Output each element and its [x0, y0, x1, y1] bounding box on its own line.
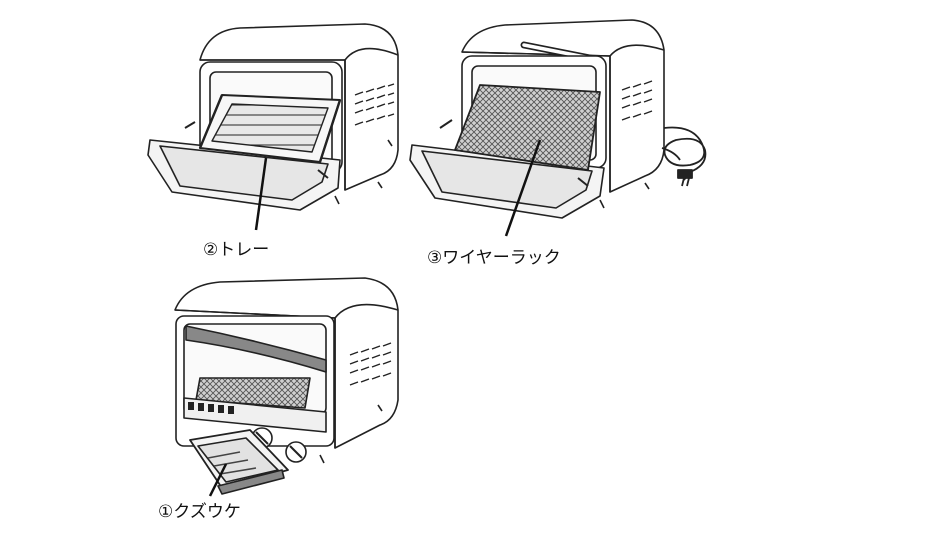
glass-door: [183, 323, 327, 415]
crumb-tray-label: ①クズウケ: [158, 502, 241, 522]
side-vents: [354, 83, 395, 126]
tray: [198, 94, 342, 163]
crumb-tray-leader-line: [208, 463, 228, 497]
side-vents: [349, 342, 392, 386]
control-labels: [188, 402, 234, 414]
oven-with-wire-rack: [409, 19, 707, 219]
wire-rack-leader-line: [504, 139, 542, 237]
tray-label: ②トレー: [203, 240, 270, 260]
oven-with-crumb-tray: [174, 277, 399, 495]
wire-rack-label: ③ワイヤーラック: [427, 248, 561, 268]
side-vents: [621, 80, 653, 121]
tray-leader-line: [254, 157, 268, 231]
oven-with-tray: [147, 23, 399, 211]
wire-rack: [454, 84, 601, 171]
power-cord: [661, 126, 707, 187]
crumb-tray: [189, 429, 289, 495]
